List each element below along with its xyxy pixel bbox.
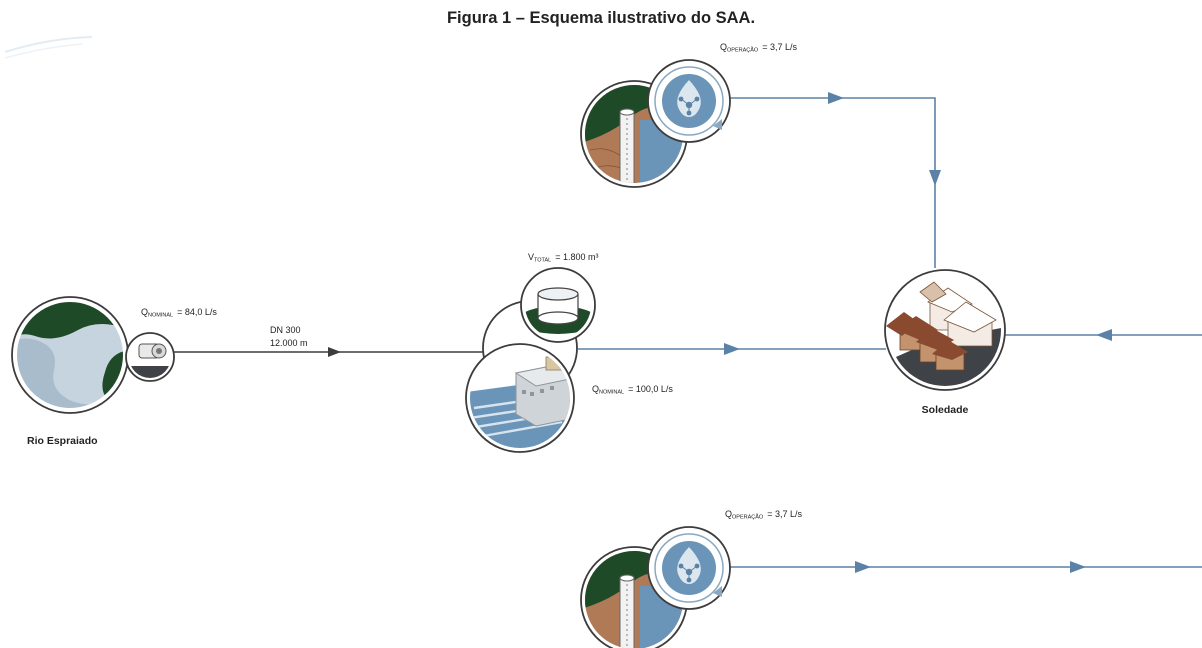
city-node: [884, 269, 1006, 391]
pipeline-diameter: DN 300: [270, 325, 301, 335]
reservoir-volume-label: VTOTAL= 1.800 m³: [528, 252, 599, 264]
source-name: Rio Espraiado: [27, 435, 98, 447]
river-source-node: [11, 296, 129, 414]
treatment-complex: [465, 267, 596, 453]
rotation-arrow-icon: [654, 533, 724, 603]
decorative-swoosh: [4, 36, 93, 59]
source-flow-label: QNOMINAL= 84,0 L/s: [141, 307, 217, 319]
raw-water-pipeline: [174, 347, 488, 357]
top-well-flow-label: QOPERAÇÃO= 3,7 L/s: [720, 42, 797, 54]
pipeline-length: 12.000 m: [270, 338, 308, 348]
top-well-pipeline: [730, 92, 941, 268]
bottom-well-node: [580, 526, 731, 648]
gear-icon: [678, 96, 700, 116]
rotation-arrow-icon: [654, 66, 724, 136]
gear-icon: [678, 563, 700, 583]
treated-flow-arrow: [724, 343, 740, 355]
treated-water-main: [578, 343, 886, 355]
treatment-flow-label: QNOMINAL= 100,0 L/s: [592, 384, 673, 396]
figure-title: Figura 1 – Esquema ilustrativo do SAA.: [447, 9, 755, 27]
incoming-line-right: [1004, 329, 1202, 341]
incoming-arrow: [1096, 329, 1112, 341]
top-well-arrow-down: [929, 170, 941, 186]
bottom-well-arrow-2: [1070, 561, 1086, 573]
bottom-well-pipeline: [730, 561, 1202, 573]
raw-flow-arrow: [328, 347, 341, 357]
bottom-well-arrow-1: [855, 561, 871, 573]
intake-pump-node: [125, 332, 175, 382]
top-well-arrow-right: [828, 92, 844, 104]
reservoir-node: [520, 267, 596, 343]
top-well-node: [580, 59, 731, 188]
city-name: Soledade: [922, 404, 969, 416]
bottom-well-flow-label: QOPERAÇÃO= 3,7 L/s: [725, 509, 802, 521]
treatment-plant-node: [465, 343, 575, 453]
